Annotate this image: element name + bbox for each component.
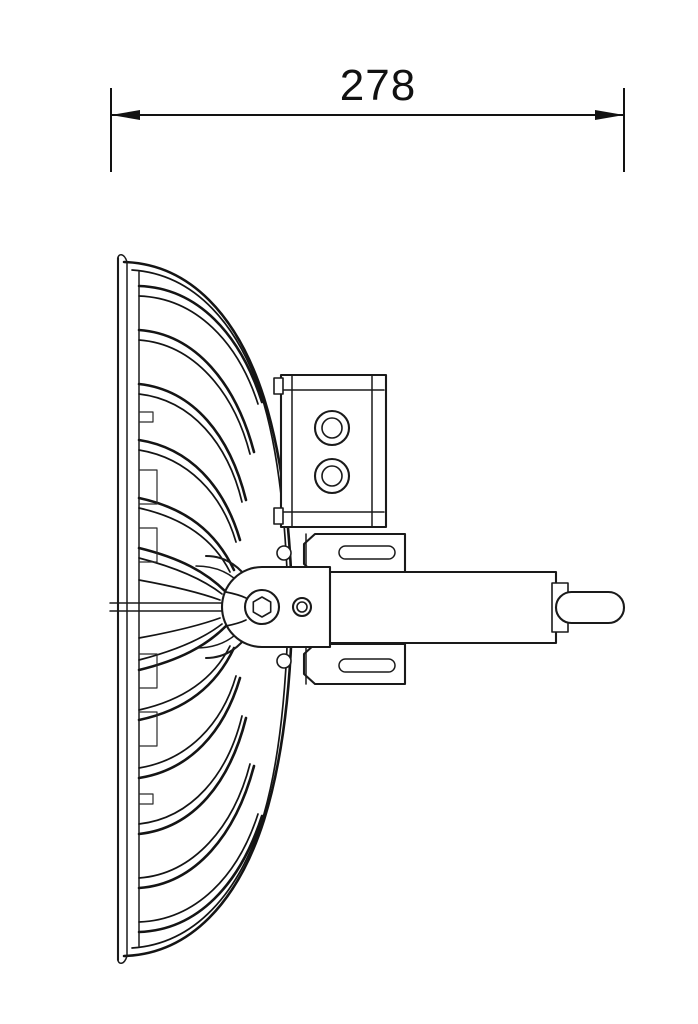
dimension-overall-depth: 278	[110, 61, 625, 172]
fin-tips-overlay	[225, 591, 247, 627]
fin-outline-lower-outer	[122, 620, 294, 958]
cable-gland-lower-inner	[321, 465, 343, 487]
fin-upper-3	[137, 382, 248, 502]
pivot-knuckle-group	[195, 545, 332, 669]
cable-gland-upper	[313, 409, 351, 447]
cable-gland-upper-inner	[321, 417, 343, 439]
fin-upper-6	[137, 546, 228, 594]
fin-outline-upper-inner	[131, 269, 289, 597]
knuckle-stop-upper	[276, 545, 292, 561]
fin-notch-l3	[138, 793, 154, 805]
arrow-head-left-icon	[111, 110, 140, 120]
driver-lug-top	[273, 377, 284, 395]
knuckle-stop-lower	[276, 653, 292, 669]
fin-upper-5b	[138, 507, 231, 573]
dimension-label-278: 278	[340, 61, 416, 110]
fin-upper-1b	[138, 295, 259, 405]
fin-lower-1	[137, 814, 264, 934]
fin-outline-upper-outer	[122, 260, 294, 598]
fin-lower-6b	[138, 623, 223, 661]
fin-notch-u3	[138, 411, 154, 423]
mounting-arm-tube	[294, 570, 558, 645]
fin-lower-3	[137, 716, 248, 836]
fin-upper-1	[137, 284, 264, 404]
arrow-head-right-icon	[595, 110, 624, 120]
fin-lower-3b	[138, 715, 243, 825]
fin-tip-overlay-lower	[225, 619, 247, 627]
backplate-cap-bottom	[117, 955, 128, 964]
driver-housing-group	[273, 373, 388, 529]
fin-lower-1b	[138, 813, 259, 923]
arm-end-stud	[554, 590, 626, 625]
heatsink-assembly	[109, 254, 294, 964]
fin-upper-4	[137, 438, 242, 542]
fin-upper-2b	[138, 339, 251, 455]
bracket-slot-upper	[338, 545, 396, 560]
fin-notch-u1	[138, 469, 158, 505]
mounting-bracket-group	[302, 532, 407, 686]
fin-upper-6b	[138, 557, 223, 595]
fin-lower-4	[137, 676, 242, 780]
fin-tip-overlay-upper	[225, 591, 247, 599]
fin-upper-5	[137, 496, 236, 572]
fin-outline-lower-inner	[131, 621, 289, 949]
backplate-cap-top	[117, 254, 128, 263]
bracket-slot-lower	[338, 658, 396, 673]
fin-upper-3b	[138, 393, 243, 503]
mounting-arm-group	[294, 570, 626, 645]
fin-group-upper	[137, 284, 264, 601]
driver-housing-body	[279, 373, 388, 529]
fin-group-lower	[137, 617, 264, 934]
fin-lower-4b	[138, 675, 237, 769]
fin-lower-2b	[138, 763, 251, 879]
bracket-plate-lower	[302, 642, 407, 686]
fin-upper-4b	[138, 449, 237, 543]
fin-notch-l2	[138, 653, 158, 689]
fin-lower-6	[137, 624, 228, 672]
fin-lower-5b	[138, 645, 231, 711]
fin-notch-u2	[138, 527, 158, 563]
fin-root-notches	[138, 411, 158, 805]
fin-lower-7	[138, 617, 221, 639]
fin-lower-2	[137, 764, 256, 890]
fin-lower-5	[137, 646, 236, 722]
fin-upper-2	[137, 328, 256, 454]
driver-lug-bottom	[273, 507, 284, 525]
fin-upper-7	[138, 579, 221, 601]
locking-pin-inner	[296, 601, 308, 613]
cable-gland-lower	[313, 457, 351, 495]
fin-notch-l1	[138, 711, 158, 747]
hex-socket-icon	[252, 596, 272, 618]
